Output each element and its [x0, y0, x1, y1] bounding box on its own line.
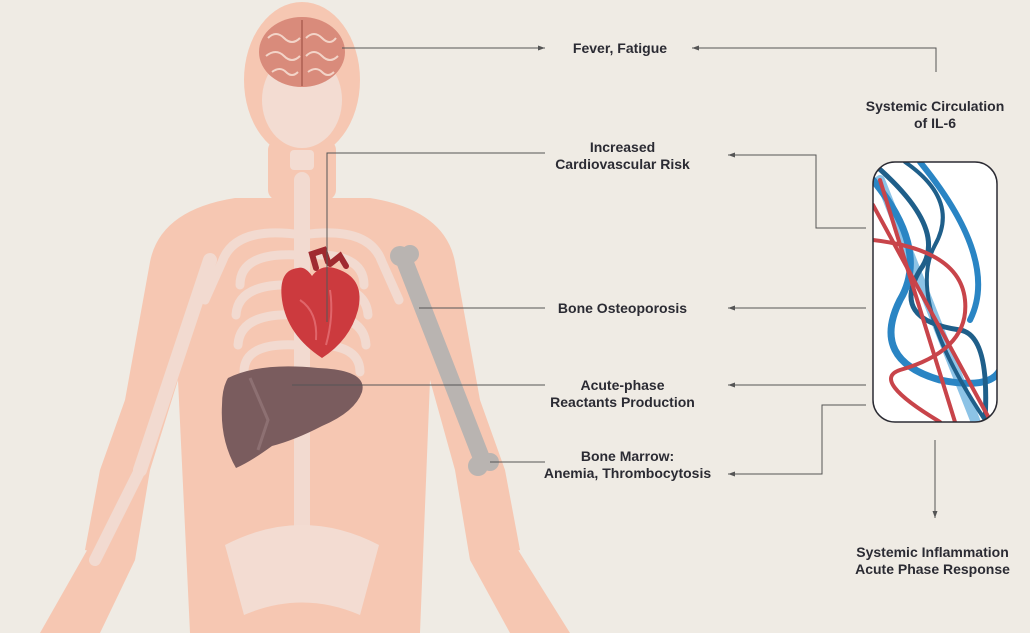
- label-cardiovascular-risk: Increased Cardiovascular Risk: [535, 139, 710, 173]
- inflammation-text-1: Systemic Inflammation: [835, 544, 1030, 561]
- label-fever-fatigue: Fever, Fatigue: [555, 40, 685, 57]
- cardiovascular-text-1: Increased: [535, 139, 710, 156]
- label-bone-osteoporosis: Bone Osteoporosis: [535, 300, 710, 317]
- blood-vessel-panel: [873, 162, 1000, 422]
- bone-marrow-text-2: Anemia, Thrombocytosis: [525, 465, 730, 482]
- label-bone-marrow: Bone Marrow: Anemia, Thrombocytosis: [525, 448, 730, 482]
- label-acute-phase-reactants: Acute-phase Reactants Production: [535, 377, 710, 411]
- fever-fatigue-text: Fever, Fatigue: [555, 40, 685, 57]
- acute-phase-text-2: Reactants Production: [535, 394, 710, 411]
- inflammation-text-2: Acute Phase Response: [835, 561, 1030, 578]
- label-systemic-circulation: Systemic Circulation of IL-6: [840, 98, 1030, 132]
- systemic-circulation-text-1: Systemic Circulation: [840, 98, 1030, 115]
- systemic-circulation-text-2: of IL-6: [840, 115, 1030, 132]
- label-systemic-inflammation: Systemic Inflammation Acute Phase Respon…: [835, 544, 1030, 578]
- bone-marrow-text-1: Bone Marrow:: [525, 448, 730, 465]
- acute-phase-text-1: Acute-phase: [535, 377, 710, 394]
- osteoporosis-text: Bone Osteoporosis: [535, 300, 710, 317]
- cardiovascular-text-2: Cardiovascular Risk: [535, 156, 710, 173]
- brain-icon: [259, 17, 345, 87]
